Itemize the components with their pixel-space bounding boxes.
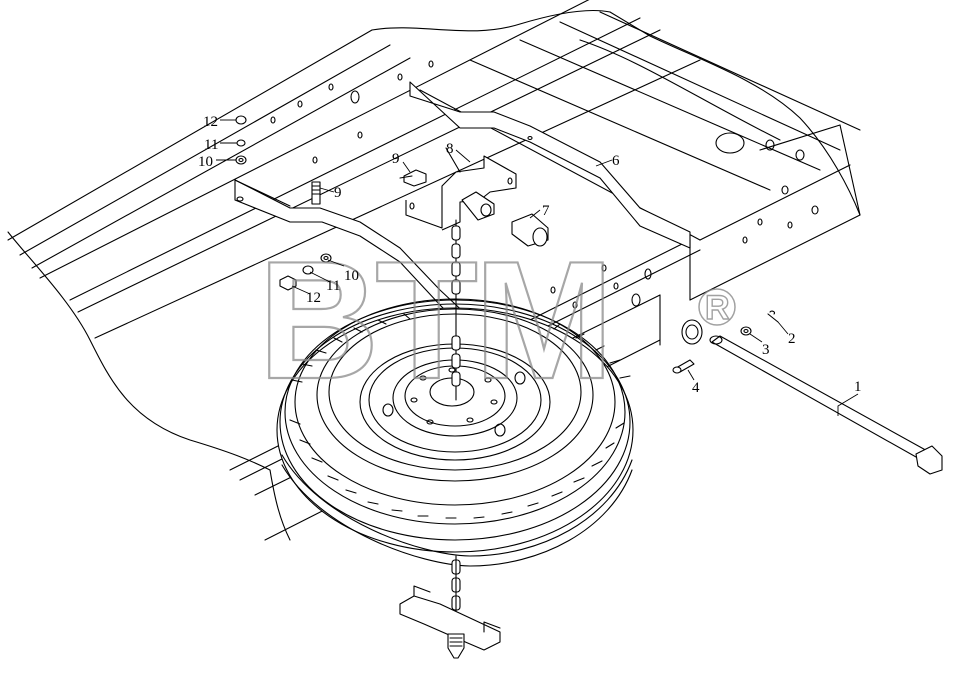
callout-9-upper: 9 bbox=[392, 151, 400, 167]
lower-cradle-plate bbox=[399, 585, 501, 659]
callout-11-lower: 11 bbox=[326, 278, 340, 294]
wheel-rim bbox=[359, 343, 551, 461]
washer-part-3 bbox=[740, 326, 752, 336]
watermark-text: BTM bbox=[258, 226, 610, 414]
callout-4: 4 bbox=[692, 380, 700, 396]
winch-shaft-part-1 bbox=[709, 335, 943, 475]
cotter-pin-part-2 bbox=[767, 310, 779, 323]
callout-2: 2 bbox=[788, 331, 796, 347]
collar-part-5 bbox=[681, 319, 703, 345]
callout-9-lower: 9 bbox=[334, 185, 342, 201]
nut-washer-stack-upper bbox=[235, 115, 247, 165]
callout-10-lower: 10 bbox=[344, 268, 359, 284]
callout-8: 8 bbox=[446, 141, 454, 157]
callout-12-upper: 12 bbox=[203, 114, 218, 130]
carrier-bracket-right bbox=[409, 81, 691, 249]
callout-10-upper: 10 bbox=[198, 154, 213, 170]
callout-3: 3 bbox=[762, 342, 770, 358]
watermark-registered-mark: R bbox=[705, 289, 730, 327]
callouts: 1 2 3 4 6 7 8 9 9 10 11 12 10 11 bbox=[198, 114, 862, 416]
hanger-bracket bbox=[405, 147, 517, 231]
bolt-part-9 bbox=[311, 169, 427, 205]
pin-part-4 bbox=[672, 359, 695, 374]
callout-11-upper: 11 bbox=[204, 137, 218, 153]
callout-7: 7 bbox=[542, 203, 550, 219]
watermark: BTM R bbox=[257, 225, 736, 415]
callout-6: 6 bbox=[612, 153, 620, 169]
bushing-part-7 bbox=[461, 191, 549, 247]
callout-12-lower: 12 bbox=[306, 290, 321, 306]
lift-chain bbox=[451, 219, 461, 641]
callout-1: 1 bbox=[854, 379, 862, 395]
